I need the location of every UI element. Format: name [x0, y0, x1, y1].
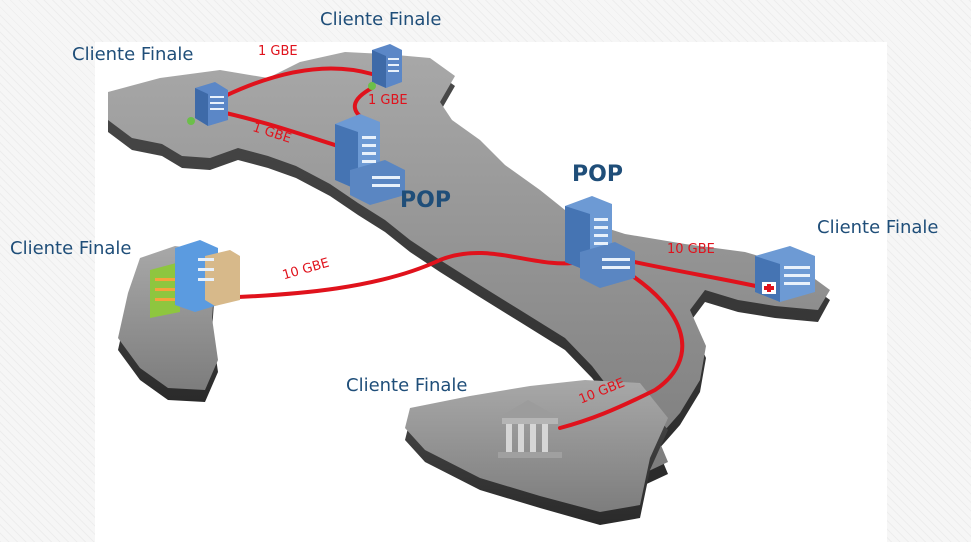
sicily [405, 380, 668, 512]
client-label-west: Cliente Finale [10, 238, 132, 259]
link-label-nw-top: 1 GBE [258, 44, 298, 59]
client-label-nw: Cliente Finale [72, 44, 194, 65]
link-south-pop [558, 266, 685, 430]
link-label-east-pop: 10 GBE [667, 242, 715, 257]
client-label-top: Cliente Finale [320, 9, 442, 30]
pop-label-south: POP [572, 162, 623, 187]
pop-tower-south-icon [565, 196, 635, 288]
links [210, 66, 767, 430]
link-label-top-pop: 1 GBE [368, 93, 408, 108]
building-office-top-icon [368, 44, 402, 90]
building-bank-south-icon [498, 400, 562, 458]
italy-mainland [108, 52, 830, 476]
link-nw-top [223, 66, 374, 98]
pop-label-north: POP [400, 188, 451, 213]
building-office-nw-icon [187, 82, 228, 126]
link-west-pop [213, 251, 582, 300]
client-label-south: Cliente Finale [346, 375, 468, 396]
client-label-east: Cliente Finale [817, 217, 939, 238]
building-apartments-west-icon [150, 240, 240, 318]
building-hospital-east-icon [755, 246, 815, 302]
pop-tower-north-icon [335, 114, 405, 205]
link-east-pop [623, 258, 767, 290]
